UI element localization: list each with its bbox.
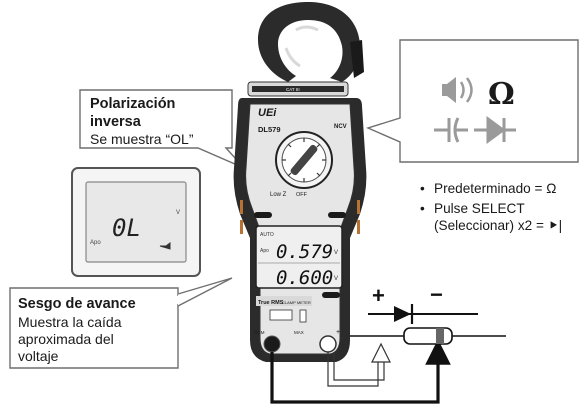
symbol-panel-callout: Ω [366,39,579,163]
diode-icon [474,116,516,144]
reverse-bias-title: Polarización inversa [90,96,176,130]
meter-low-z-label: Low Z [270,192,287,198]
capacitor-icon [434,117,468,143]
select-button[interactable] [254,212,272,218]
meter-display-apo: Apo [260,248,269,254]
meter-ncv-label: NCV [334,124,347,130]
inset-display-diode-icon [159,242,171,250]
meter-display-unit-sub: V [334,276,338,282]
meter-max-label: MAX [294,330,304,335]
forward-bias-callout-text: Sesgo de avance Muestra la caída aproxim… [18,296,168,365]
meter-lcd [255,225,343,289]
note-select-text: Pulse SELECT (Seleccionar) x2 = ⯈| [434,200,563,233]
note-default-text: Predeterminado = Ω [434,181,557,196]
reverse-bias-callout-text: Polarización inversa Se muestra “OL” [90,96,225,148]
meter-display-unit-main: V [334,250,338,256]
note-select: Pulse SELECT (Seleccionar) x2 = ⯈| [420,201,585,235]
clamp-jaws [258,2,361,82]
diode-minus-sign: − [430,282,443,307]
inset-display-apo: Apo [90,240,101,246]
clamp-trigger [350,40,364,78]
inset-display-unit: V [176,210,180,216]
ohm-symbol: Ω [488,77,515,112]
com-jack[interactable] [263,335,281,353]
forward-bias-callout [9,277,233,369]
meter-off-label: OFF [296,192,308,198]
meter-clamp-label: CLAMP METER [282,300,311,305]
range-button[interactable] [328,212,346,218]
diode-component: + − [350,282,506,345]
meter-model: DL579 [258,125,281,134]
meter-display-main: 0.579 [276,241,333,263]
meter-com-label: COM [254,330,265,335]
meter-true-rms-label: True RMS [258,300,284,306]
clamp-meter: CAT III UEi DL579 NCV Low Z OFF [233,2,367,362]
meter-display-auto: AUTO [260,232,274,238]
meter-brand: UEi [258,107,277,119]
continuity-icon [442,77,473,103]
meter-display-sub: 0.600 [276,267,333,289]
meter-plus-label: + [336,329,340,336]
inset-display-ol: 0L Apo V [71,167,201,277]
diode-plus-sign: + [372,283,385,308]
forward-bias-body: Muestra la caída aproximada del voltaje [18,313,122,364]
hold-button[interactable] [322,292,340,298]
reverse-bias-body: Se muestra “OL” [90,131,194,148]
notes-list: Predeterminado = Ω Pulse SELECT (Selecci… [420,181,585,238]
meter-cat-label: CAT III [286,87,300,92]
forward-bias-title: Sesgo de avance [18,296,136,312]
note-default: Predeterminado = Ω [420,181,585,198]
positive-jack[interactable] [319,335,337,353]
inset-display-reading: 0L [112,214,141,242]
test-leads [270,339,451,404]
positive-probe-tip [371,342,391,363]
rotary-dial[interactable] [275,131,333,189]
